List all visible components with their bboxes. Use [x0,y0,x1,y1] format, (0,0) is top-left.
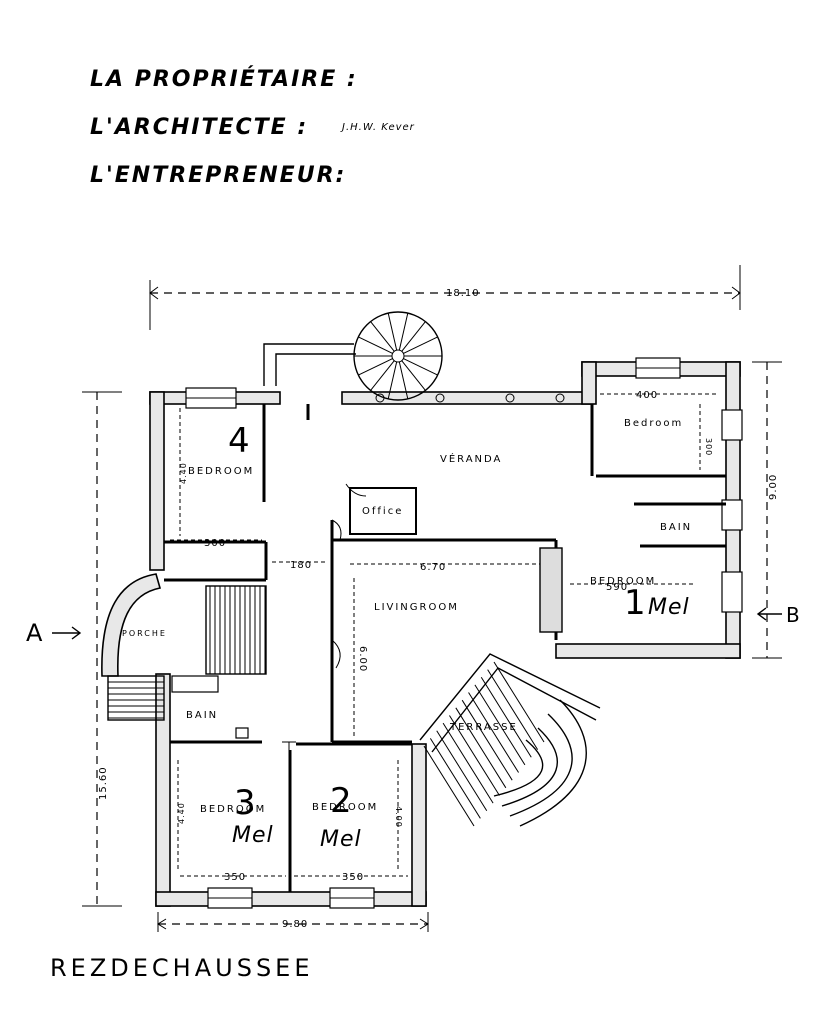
room-label-bedroom-e: BEDROOM [590,576,656,587]
dim-bedroom-3-width: 350 [224,872,246,883]
title-block: LA PROPRIÉTAIRE : L'ARCHITECTE : J.H.W. … [90,66,415,188]
room-label-bedroom-4: BEDROOM [188,466,254,477]
room-label-bedroom-2: BEDROOM [312,802,378,813]
dim-bedroom-2-height: 4.00 [394,806,403,828]
section-marker-b: B [786,603,801,627]
room-number-3: 3 [234,783,257,823]
porch-curve [101,573,165,721]
section-markers: A B [26,603,801,647]
note-mel-bedroom-e: Mel [648,595,690,620]
dim-bedroom-4-height: 4.40 [179,462,188,484]
dim-living-width: 6.70 [420,562,446,573]
dim-bedroom-ne-height: 300 [704,438,713,456]
room-number-4: 4 [228,421,251,461]
owner-label: LA PROPRIÉTAIRE : [90,66,358,92]
room-label-bain-w: BAIN [186,710,218,721]
architect-signature: J.H.W. Kever [340,122,415,133]
room-number-1: 1 [624,583,647,623]
architect-label: L'ARCHITECTE : [90,115,308,140]
room-label-bedroom-3: BEDROOM [200,804,266,815]
dim-ne-wing-height: 9.00 [768,474,779,500]
dimension-labels: 300 4.40 180 6.70 6.00 590 400 300 4.40 … [177,390,713,883]
dim-bedroom-4-width: 300 [204,538,226,549]
dim-bedroom-3-height: 4.40 [177,802,186,824]
dim-bedroom-2-width: 350 [342,872,364,883]
room-label-bedroom-ne: Bedroom [624,418,683,429]
room-label-livingroom: LIVINGROOM [374,602,459,613]
dim-bedroom-ne-width: 400 [636,390,658,401]
interior-walls [164,404,726,892]
terrace-stairs [419,653,601,827]
dim-living-height: 6.00 [357,646,368,672]
windows [185,357,743,909]
room-number-2: 2 [330,781,353,821]
main-staircase [205,585,267,675]
section-marker-a: A [26,619,43,647]
room-numbers: 4 1 3 2 [228,421,647,823]
dim-corridor-width: 180 [290,560,312,571]
dim-overall-width: 18.10 [446,288,480,299]
overall-dimension-lines: 18.10 9.00 15.60 9.80 [82,265,782,932]
handwritten-notes: Mel Mel Mel [232,595,690,852]
dim-bottom-width: 9.80 [282,919,308,930]
dim-left-height: 15.60 [98,766,109,800]
room-label-office: Office [362,506,403,517]
contractor-label: L'ENTREPRENEUR: [90,163,346,188]
room-label-terrasse: TERRASSE [449,722,518,733]
note-mel-bedroom-2: Mel [320,827,362,852]
room-label-bain-ne: BAIN [660,522,692,533]
room-labels: BEDROOM VÉRANDA Office Bedroom BAIN BEDR… [122,418,692,815]
floor-title: REZDECHAUSSEE [50,954,314,982]
dim-bedroom-e-width: 590 [606,582,628,593]
note-mel-bedroom-3: Mel [232,823,274,848]
spiral-staircase [263,311,443,401]
room-label-porche: PORCHE [122,629,167,638]
interior-dimensions [170,393,716,877]
room-label-veranda: VÉRANDA [440,452,502,465]
door-swings [282,483,367,756]
